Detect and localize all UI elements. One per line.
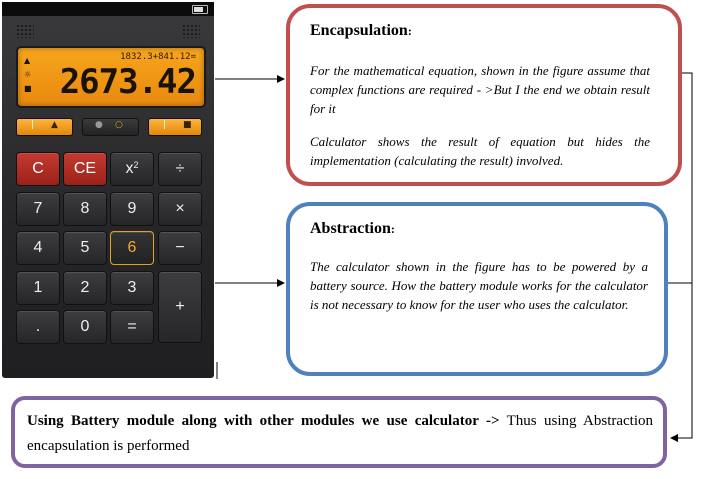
- key-plus[interactable]: +: [158, 271, 202, 343]
- conclusion-rest-text: Thus using Abstraction encapsulation is …: [27, 413, 654, 454]
- encapsulation-title-colon: :: [407, 24, 412, 38]
- key-square-label: x: [125, 160, 134, 177]
- conclusion-box: Using Battery module along with other mo…: [11, 396, 667, 468]
- key-8[interactable]: 8: [63, 192, 107, 226]
- key-multiply[interactable]: ×: [158, 192, 202, 226]
- key-4[interactable]: 4: [16, 231, 60, 265]
- status-bar: [2, 2, 214, 16]
- calculator-image: ▲ ☼ ■ 1832.3+841.12= 2673.42 |▲ ●○ |■ C …: [2, 2, 214, 378]
- speaker-grille-right: [182, 24, 200, 38]
- toggle-middle[interactable]: ●○: [82, 118, 139, 136]
- abstraction-paragraph: The calculator shown in the figure has t…: [310, 259, 648, 312]
- key-clear-entry[interactable]: CE: [63, 152, 107, 186]
- abstraction-title-text: Abstraction: [310, 220, 391, 237]
- key-2[interactable]: 2: [63, 271, 107, 305]
- key-7[interactable]: 7: [16, 192, 60, 226]
- key-0[interactable]: 0: [63, 310, 107, 344]
- speaker-grille-left: [16, 24, 34, 38]
- up-indicator-icon: ▲: [24, 56, 31, 65]
- key-6[interactable]: 6: [110, 231, 154, 265]
- toggle-right[interactable]: |■: [148, 118, 202, 136]
- key-clear[interactable]: C: [16, 152, 60, 186]
- encapsulation-title-text: Encapsulation: [310, 22, 408, 39]
- encapsulation-title: Encapsulation:: [310, 22, 412, 40]
- sun-indicator-icon: ☼: [24, 70, 32, 79]
- abstraction-title: Abstraction:: [310, 220, 395, 238]
- abstraction-title-colon: :: [390, 222, 395, 236]
- encapsulation-paragraph-1: For the mathematical equation, shown in …: [310, 63, 650, 116]
- conclusion-text: Using Battery module along with other mo…: [27, 409, 653, 459]
- key-9[interactable]: 9: [110, 192, 154, 226]
- encapsulation-paragraph-2: Calculator shows the result of equation …: [310, 134, 650, 168]
- key-5[interactable]: 5: [63, 231, 107, 265]
- toggle-left[interactable]: |▲: [16, 118, 73, 136]
- display-value: 2673.42: [59, 62, 197, 102]
- calculator-display: ▲ ☼ ■ 1832.3+841.12= 2673.42: [16, 46, 206, 108]
- key-divide[interactable]: ÷: [158, 152, 202, 186]
- key-3[interactable]: 3: [110, 271, 154, 305]
- arrow-encapsulation-to-conclusion: [670, 72, 693, 442]
- encapsulation-box: Encapsulation: For the mathematical equa…: [286, 4, 682, 186]
- lock-indicator-icon: ■: [24, 84, 32, 93]
- conclusion-bold-text: Using Battery module along with other mo…: [27, 413, 500, 429]
- memory-line: 1832.3+841.12=: [120, 52, 196, 62]
- key-1[interactable]: 1: [16, 271, 60, 305]
- key-dot[interactable]: .: [16, 310, 60, 344]
- key-minus[interactable]: −: [158, 231, 202, 265]
- key-square-exponent: 2: [133, 160, 139, 170]
- key-equals[interactable]: =: [110, 310, 154, 344]
- battery-icon: [192, 5, 208, 14]
- abstraction-box: Abstraction: The calculator shown in the…: [286, 202, 668, 376]
